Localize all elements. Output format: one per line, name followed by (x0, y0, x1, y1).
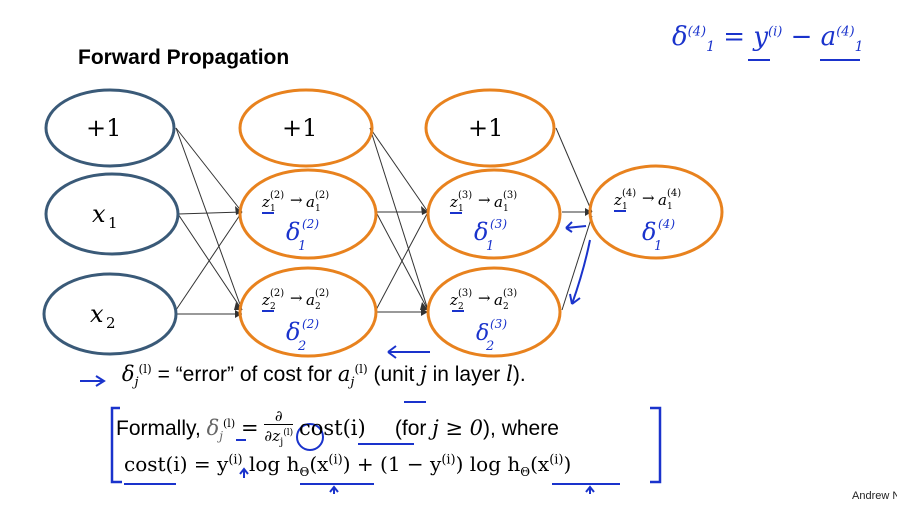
node-bias-layer1 (44, 88, 176, 168)
svg-text:→: → (290, 191, 303, 209)
handwritten-deltas: δ(2)1 δ(2)2 δ(3)1 δ(3)2 δ(4)1 (286, 217, 675, 354)
svg-text:a: a (306, 193, 315, 211)
bias-label-l1: +1 (86, 114, 121, 142)
formula-brackets (110, 406, 662, 484)
x1-label: x (92, 200, 106, 228)
formal-definition: Formally, δj(l) = ∂ ∂zj(l) cost(i) (for … (116, 407, 559, 448)
node-a3-1 (426, 168, 562, 260)
svg-text:1: 1 (667, 202, 673, 212)
svg-text:z: z (449, 193, 458, 211)
svg-text:(2): (2) (302, 217, 319, 231)
svg-text:(3): (3) (503, 288, 517, 299)
svg-text:1: 1 (622, 202, 628, 212)
svg-text:→: → (478, 191, 491, 209)
svg-text:z: z (261, 193, 270, 211)
svg-text:(2): (2) (315, 288, 329, 299)
svg-text:(4): (4) (622, 188, 636, 199)
svg-text:2: 2 (458, 302, 464, 312)
svg-text:(3): (3) (503, 190, 517, 201)
svg-text:δ: δ (286, 218, 300, 246)
delta-symbol: δ (121, 362, 135, 386)
svg-text:(4): (4) (667, 188, 681, 199)
svg-text:2: 2 (503, 302, 509, 312)
node-bias-layer2 (238, 88, 374, 168)
svg-text:z: z (449, 291, 458, 309)
svg-text:→: → (290, 289, 303, 307)
cost-formula: cost(i) = y(i) log hΘ(x(i)) + (1 − y(i))… (124, 452, 572, 479)
svg-text:δ: δ (476, 321, 489, 346)
error-definition: δj(l) = “error” of cost for aj(l) (unit … (121, 362, 526, 391)
svg-text:a: a (494, 193, 503, 211)
svg-text:1: 1 (458, 204, 464, 214)
connections (175, 127, 593, 315)
node-a2-1 (238, 168, 378, 260)
svg-text:1: 1 (315, 204, 321, 214)
svg-text:(3): (3) (458, 190, 472, 201)
svg-text:(2): (2) (302, 317, 319, 331)
svg-text:1: 1 (486, 239, 494, 254)
svg-text:2: 2 (315, 302, 321, 312)
bias-label-l3: +1 (468, 114, 503, 142)
svg-text:→: → (478, 289, 491, 307)
bias-label-l2: +1 (282, 114, 317, 142)
node-bias-layer3 (424, 88, 556, 168)
svg-text:1: 1 (298, 239, 306, 254)
svg-text:a: a (494, 291, 503, 309)
svg-text:a: a (306, 291, 315, 309)
svg-text:δ: δ (642, 218, 656, 246)
svg-text:2: 2 (270, 302, 276, 312)
svg-text:δ: δ (474, 218, 488, 246)
node-a3-2 (426, 266, 562, 358)
svg-text:(3): (3) (490, 317, 507, 331)
svg-text:2: 2 (297, 339, 306, 354)
svg-text:1: 1 (503, 204, 509, 214)
node-x1 (44, 172, 180, 256)
svg-text:(3): (3) (458, 288, 472, 299)
svg-text:z: z (261, 291, 270, 309)
svg-text:→: → (642, 189, 655, 207)
svg-text:z: z (613, 191, 622, 209)
svg-text:(3): (3) (490, 217, 507, 231)
svg-text:(2): (2) (270, 288, 284, 299)
x2-label: x (90, 300, 104, 328)
svg-text:δ: δ (286, 318, 300, 346)
node-x2 (42, 272, 178, 356)
svg-text:1: 1 (270, 204, 276, 214)
node-a4-1 (588, 164, 724, 260)
x2-subscript: 2 (106, 314, 116, 332)
svg-text:1: 1 (654, 239, 662, 254)
svg-text:(4): (4) (658, 217, 675, 231)
svg-text:a: a (658, 191, 667, 209)
author-credit: Andrew N (852, 490, 897, 502)
x1-subscript: 1 (108, 214, 118, 232)
handwritten-marks (80, 59, 860, 494)
top-handwritten-equation: δ(4)1 = y(i) − a(4)1 (672, 22, 864, 56)
svg-text:(2): (2) (315, 190, 329, 201)
arrowheads (234, 206, 592, 318)
node-a2-2 (238, 266, 378, 358)
error-text: = “error” of cost for (157, 363, 333, 386)
svg-text:2: 2 (485, 339, 494, 354)
slide-title: Forward Propagation (78, 46, 290, 69)
svg-text:(2): (2) (270, 190, 284, 201)
